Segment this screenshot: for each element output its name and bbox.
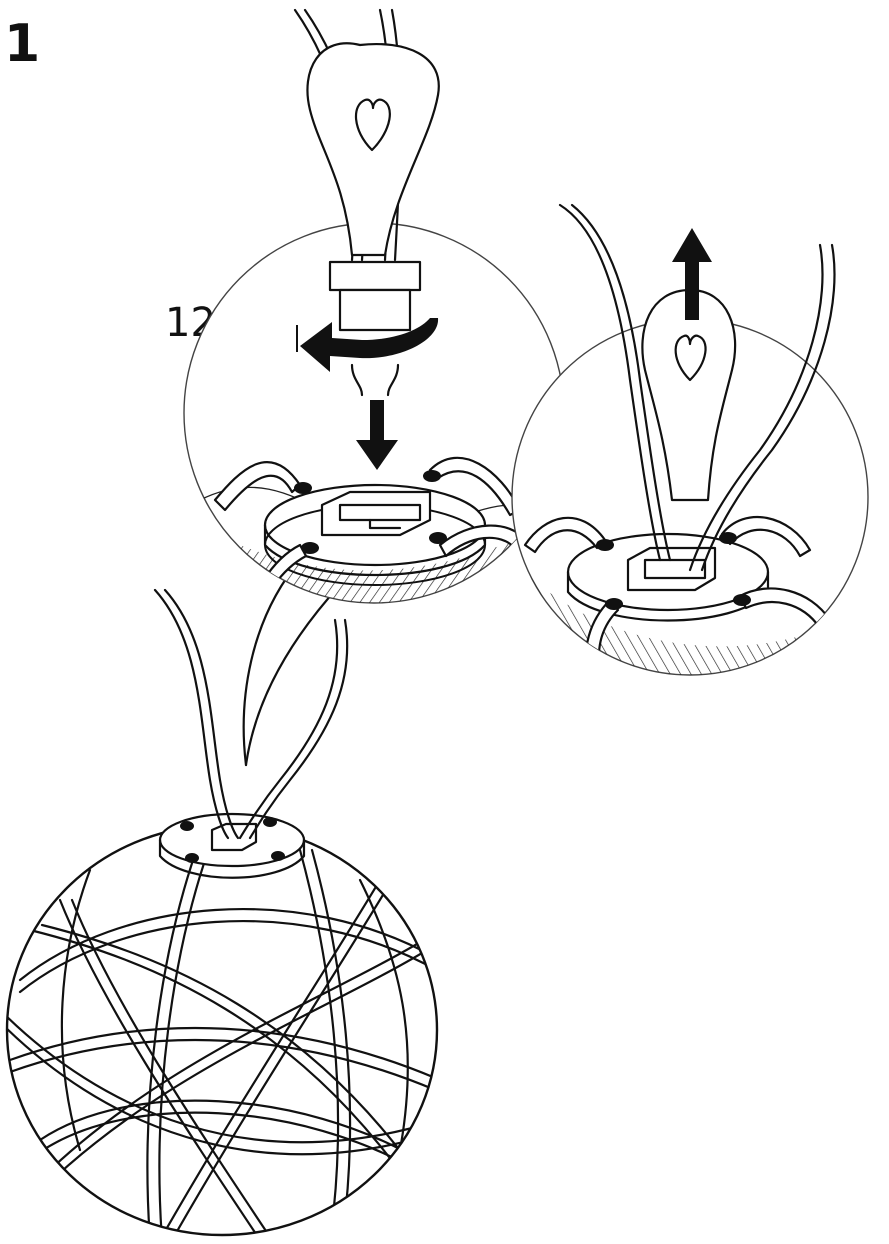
rattan-ball-lamp xyxy=(0,590,440,1240)
callout-pointer-right-edge xyxy=(246,585,340,765)
socket-cap xyxy=(330,262,420,290)
detail-circle-remove xyxy=(512,205,880,700)
cable-ball-left xyxy=(155,590,228,838)
socket-body xyxy=(340,290,410,330)
